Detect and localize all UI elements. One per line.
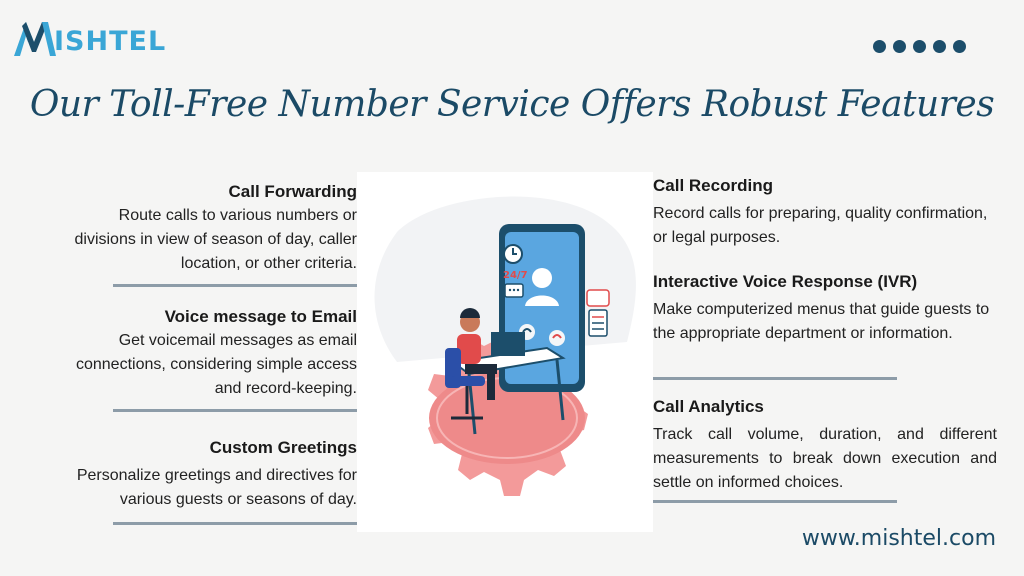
feature-custom-greetings: Custom Greetings Personalize greetings a…	[57, 436, 357, 512]
divider	[113, 522, 357, 525]
page-title: Our Toll-Free Number Service Offers Robu…	[29, 84, 995, 125]
feature-call-forwarding: Call Forwarding Route calls to various n…	[57, 180, 357, 276]
feature-description: Make computerized menus that guide guest…	[653, 301, 990, 342]
dot	[893, 40, 906, 53]
user-avatar-icon	[525, 268, 559, 306]
feature-call-recording: Call Recording Record calls for preparin…	[653, 174, 997, 250]
divider	[113, 284, 357, 287]
feature-title: Custom Greetings	[209, 438, 357, 457]
website-url[interactable]: www.mishtel.com	[801, 526, 996, 551]
brand-name: ISHTEL	[54, 25, 167, 57]
dot	[913, 40, 926, 53]
feature-title: Voice message to Email	[164, 307, 357, 326]
feature-title: Call Forwarding	[228, 182, 357, 201]
chat-bubble-icon	[504, 283, 524, 298]
dot	[933, 40, 946, 53]
feature-description: Track call volume, duration, and differe…	[653, 426, 997, 491]
clock-icon	[503, 244, 523, 264]
call-end-icon	[549, 330, 565, 346]
divider	[653, 377, 897, 380]
brand-logo: ISHTEL	[12, 14, 166, 62]
call-center-illustration: 24/7	[357, 172, 653, 532]
divider	[113, 409, 357, 412]
feature-title: Call Recording	[653, 176, 773, 195]
decorative-dots	[873, 40, 966, 53]
feature-title: Call Analytics	[653, 397, 764, 416]
support-24-7-badge: 24/7	[503, 270, 528, 281]
dot	[953, 40, 966, 53]
feature-description: Record calls for preparing, quality conf…	[653, 205, 988, 246]
divider	[653, 500, 897, 503]
feature-call-analytics: Call Analytics Track call volume, durati…	[653, 395, 997, 495]
office-chair	[445, 348, 485, 420]
logo-mark-icon	[14, 22, 56, 56]
feature-ivr: Interactive Voice Response (IVR) Make co…	[653, 270, 997, 346]
person-at-desk	[457, 308, 497, 400]
feature-voicemail-to-email: Voice message to Email Get voicemail mes…	[57, 305, 357, 401]
feature-description: Route calls to various numbers or divisi…	[74, 207, 357, 272]
feature-title: Interactive Voice Response (IVR)	[653, 272, 918, 291]
feature-description: Personalize greetings and directives for…	[76, 467, 357, 508]
dot	[873, 40, 886, 53]
feature-description: Get voicemail messages as email connecti…	[75, 332, 357, 397]
message-panel-icon	[586, 289, 610, 337]
